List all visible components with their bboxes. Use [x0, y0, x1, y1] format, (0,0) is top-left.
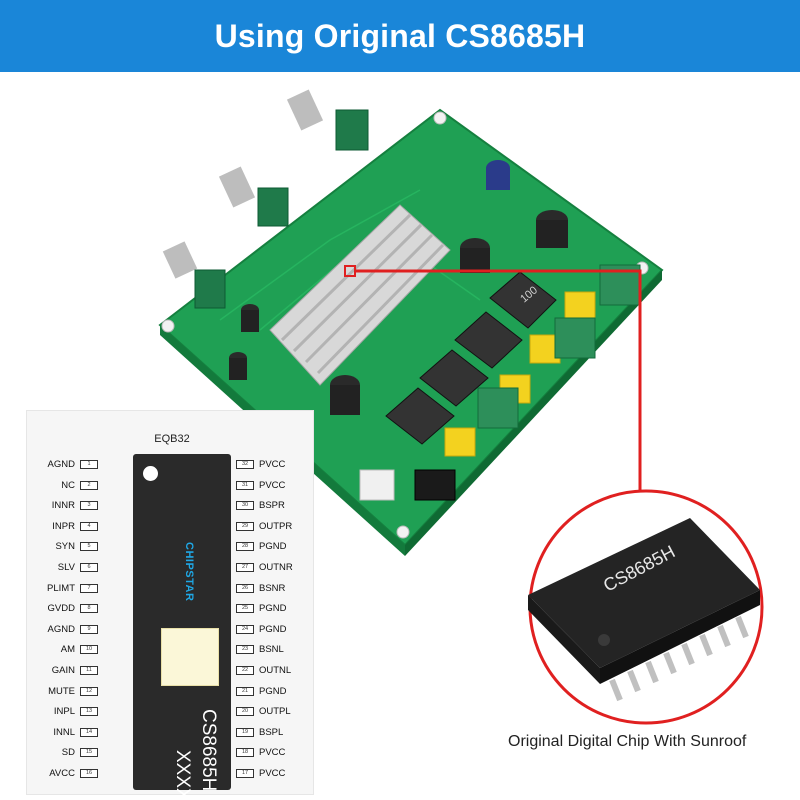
pin-label-right: PVCC — [259, 747, 286, 759]
exposed-pad — [161, 628, 219, 686]
pin-number-right: 24 — [236, 624, 254, 634]
pin-number-right: 20 — [236, 707, 254, 717]
pin-label-left: SLV — [57, 562, 75, 573]
zoomed-chip-image — [528, 518, 760, 702]
pin-label-right: OUTPL — [259, 706, 291, 718]
banner-title: Using Original CS8685H — [214, 17, 586, 54]
pin-label-right: PVCC — [259, 768, 286, 779]
pin-label-left: AGND — [47, 459, 75, 470]
pin-number-left: 15 — [80, 748, 98, 758]
pin-number-right: 22 — [236, 666, 254, 675]
pin-number-right: 30 — [236, 501, 254, 511]
pin-number-right: 26 — [236, 583, 254, 593]
chip-lot-code: XXXX — [172, 750, 193, 800]
pin-number-right: 32 — [236, 460, 254, 469]
pin-number-right: 27 — [236, 563, 254, 572]
pin-label-left: MUTE — [48, 685, 75, 697]
pin-label-left: INNL — [53, 726, 75, 738]
output-terminals — [444, 264, 641, 457]
pin-label-left: INPR — [52, 520, 75, 532]
callout-line — [355, 269, 642, 500]
pin1-dot — [143, 466, 158, 481]
pin-number-left: 7 — [80, 583, 98, 593]
pin-number-left: 16 — [80, 769, 98, 778]
pin-number-left: 1 — [80, 460, 98, 469]
pin-label-left: PLIMT — [47, 582, 75, 594]
potentiometer-2 — [218, 166, 289, 227]
pin-label-right: PGND — [259, 685, 287, 697]
pin-label-right: PGND — [259, 623, 287, 635]
pin-number-left: 11 — [80, 666, 98, 675]
capacitors — [229, 160, 568, 415]
pin-number-right: 31 — [236, 480, 254, 490]
audio-jack — [414, 469, 456, 501]
potentiometer-3 — [286, 89, 369, 151]
pin-label-left: SD — [61, 747, 75, 759]
pin-label-left: AGND — [47, 623, 75, 635]
pin-number-right: 21 — [236, 686, 254, 696]
potentiometer-1 — [162, 241, 226, 309]
pin-label-right: PGND — [259, 541, 287, 553]
pin-number-right: 25 — [236, 604, 254, 614]
pin-number-right: 17 — [236, 769, 254, 778]
pin-number-left: 6 — [80, 563, 98, 572]
chip-logo: CHIPSTAR — [183, 542, 195, 602]
pin-label-right: OUTNR — [259, 562, 293, 573]
pin-label-left: GVDD — [47, 603, 75, 615]
pin-label-right: BSNR — [259, 582, 286, 594]
pin-number-right: 28 — [236, 542, 254, 552]
pin-label-left: INNR — [51, 500, 75, 512]
pin-label-left: SYN — [55, 541, 75, 553]
pin-label-right: PGND — [259, 603, 287, 615]
pin-number-left: 2 — [80, 480, 98, 490]
chip-body: CHIPSTAR CS8685H XXXX — [133, 454, 231, 800]
pin-number-right: 23 — [236, 645, 254, 655]
pin-number-left: 12 — [80, 686, 98, 696]
pin-label-left: AVCC — [49, 768, 75, 779]
aux-connector — [359, 469, 395, 501]
inductors: 100 — [385, 271, 557, 445]
pin-number-right: 18 — [236, 748, 254, 758]
pin-number-right: 19 — [236, 727, 254, 737]
pin-number-left: 8 — [80, 604, 98, 614]
pin-label-left: INPL — [53, 706, 75, 718]
pin-label-left: AM — [60, 644, 75, 656]
pin-label-right: OUTPR — [259, 520, 293, 532]
pin-number-left: 9 — [80, 624, 98, 634]
pin-number-left: 10 — [80, 645, 98, 655]
pin-number-left: 13 — [80, 707, 98, 717]
pin-label-right: BSNL — [259, 644, 284, 656]
pin-number-left: 4 — [80, 521, 98, 531]
pin-label-right: PVCC — [259, 479, 286, 491]
pin-label-right: BSPR — [259, 500, 285, 512]
package-name: EQB32 — [154, 433, 190, 445]
pin-number-left: 5 — [80, 542, 98, 552]
pin-number-left: 3 — [80, 501, 98, 511]
pin-number-right: 29 — [236, 521, 254, 531]
pin-number-left: 14 — [80, 727, 98, 737]
chip-part-number: CS8685H — [198, 709, 219, 792]
pin-label-left: NC — [61, 479, 75, 491]
zoom-caption: Original Digital Chip With Sunroof — [508, 733, 747, 750]
pin-label-left: GAIN — [51, 665, 75, 676]
pin-label-right: BSPL — [259, 726, 284, 738]
pin-label-right: PVCC — [259, 459, 286, 470]
title-banner: Using Original CS8685H — [0, 0, 800, 72]
heatsink — [269, 204, 451, 386]
pin-label-right: OUTNL — [259, 665, 292, 676]
